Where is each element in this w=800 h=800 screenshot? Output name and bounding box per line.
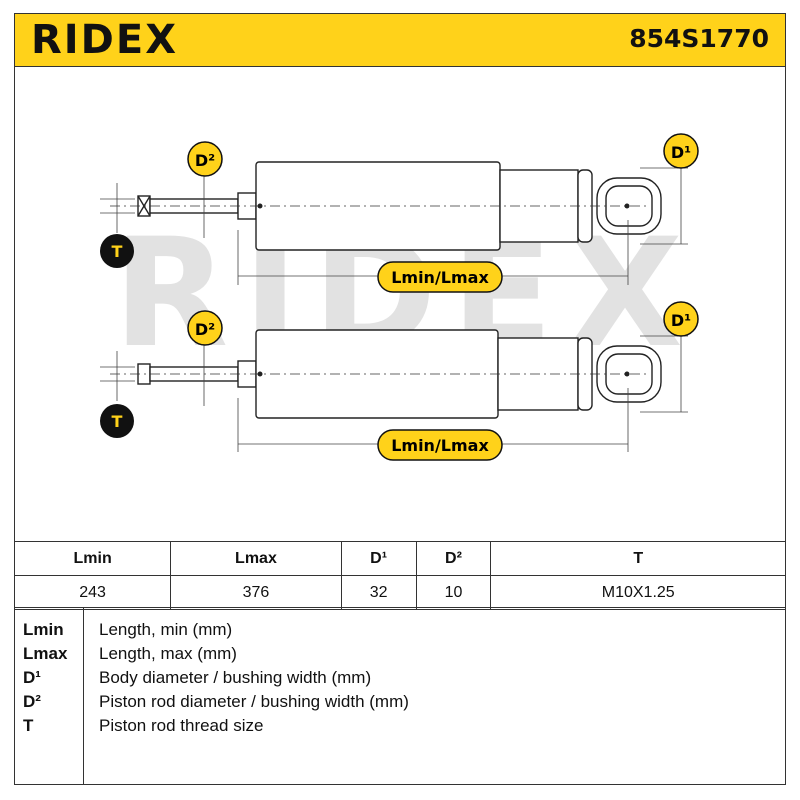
legend-item: D² Piston rod diameter / bushing width (… (15, 690, 787, 714)
svg-text:D¹: D¹ (671, 311, 691, 330)
header-bar: RIDEX 854S1770 (14, 13, 786, 67)
legend-desc: Body diameter / bushing width (mm) (99, 668, 372, 687)
svg-text:D²: D² (195, 151, 215, 170)
specs-value-row: 243 376 32 10 M10X1.25 (13, 575, 786, 610)
header-lmax: Lmax (170, 541, 342, 576)
header-d2: D² (415, 541, 492, 576)
label-t-top: T (100, 234, 134, 268)
legend-item: D¹ Body diameter / bushing width (mm) (15, 666, 787, 690)
svg-text:T: T (112, 412, 123, 431)
specs-table: Lmin Lmax D¹ D² T 243 376 32 10 M10X1.25 (13, 541, 786, 610)
value-d2: 10 (415, 575, 492, 610)
svg-text:D²: D² (195, 320, 215, 339)
label-d1-bottom: D¹ (663, 301, 699, 337)
label-length-bottom: Lmin/Lmax (377, 429, 503, 461)
svg-text:D¹: D¹ (671, 143, 691, 162)
svg-text:T: T (112, 242, 123, 261)
legend-item: Lmin Length, min (mm) (15, 618, 787, 642)
label-length-top: Lmin/Lmax (377, 261, 503, 293)
label-d2-top: D² (187, 141, 223, 177)
legend-desc: Piston rod thread size (99, 716, 264, 735)
legend-key: Lmax (23, 644, 68, 663)
specs-header-row: Lmin Lmax D¹ D² T (13, 541, 786, 576)
label-d2-bottom: D² (187, 310, 223, 346)
label-t-bottom: T (100, 404, 134, 438)
brand-logo: RIDEX (31, 17, 179, 63)
svg-text:Lmin/Lmax: Lmin/Lmax (391, 436, 489, 455)
value-d1: 32 (340, 575, 417, 610)
header-d1: D¹ (340, 541, 417, 576)
svg-text:Lmin/Lmax: Lmin/Lmax (391, 268, 489, 287)
legend-key: Lmin (23, 620, 64, 639)
legend-item: T Piston rod thread size (15, 714, 787, 738)
legend-key: D¹ (23, 668, 41, 687)
part-number: 854S1770 (629, 24, 769, 53)
legend-desc: Length, max (mm) (99, 644, 237, 663)
legend-key: D² (23, 692, 41, 711)
legend-desc: Length, min (mm) (99, 620, 233, 639)
legend: Lmin Length, min (mm) Lmax Length, max (… (14, 607, 786, 785)
legend-divider (83, 608, 84, 784)
label-d1-top: D¹ (663, 133, 699, 169)
value-lmax: 376 (170, 575, 342, 610)
header-t: T (490, 541, 786, 576)
legend-item: Lmax Length, max (mm) (15, 642, 787, 666)
header-lmin: Lmin (13, 541, 172, 576)
legend-desc: Piston rod diameter / bushing width (mm) (99, 692, 409, 711)
legend-key: T (23, 716, 34, 735)
value-lmin: 243 (13, 575, 172, 610)
value-t: M10X1.25 (490, 575, 786, 610)
